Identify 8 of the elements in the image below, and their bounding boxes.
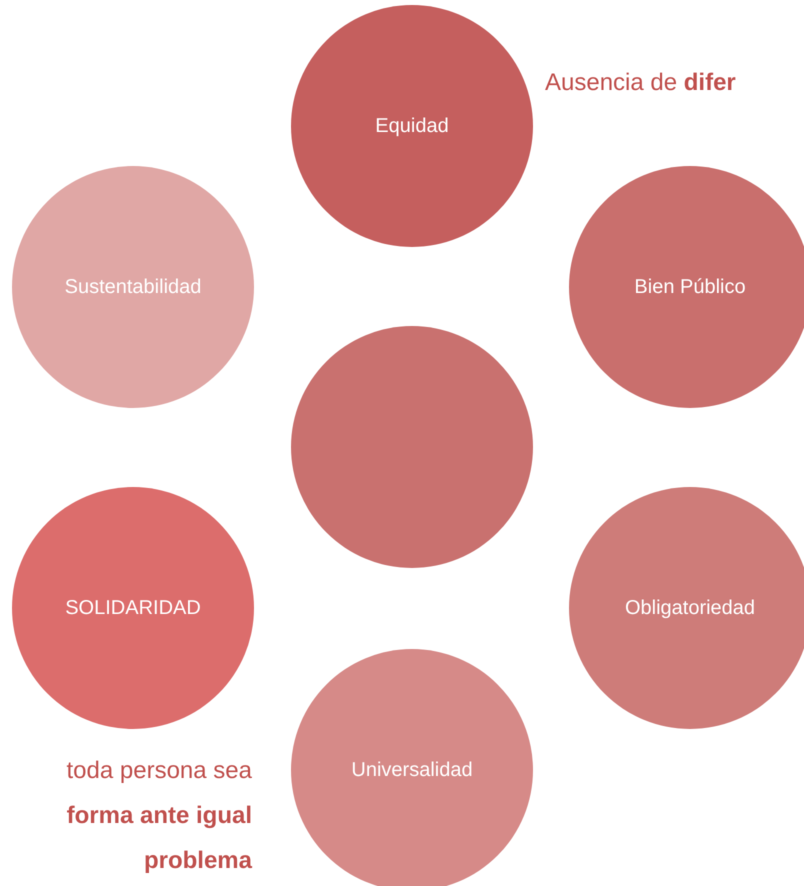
node-label: Sustentabilidad xyxy=(64,276,202,298)
annotation-text: Ausencia de difer xyxy=(545,68,736,98)
node-label: SOLIDARIDAD xyxy=(65,596,201,620)
node-label: Universalidad xyxy=(351,758,473,782)
node-label: Equidad xyxy=(375,114,449,138)
node-label: Obligatoriedad xyxy=(624,596,756,620)
node-label: Bien Público xyxy=(634,276,746,298)
annotation-text: toda persona sea forma ante igual problema xyxy=(66,756,252,876)
